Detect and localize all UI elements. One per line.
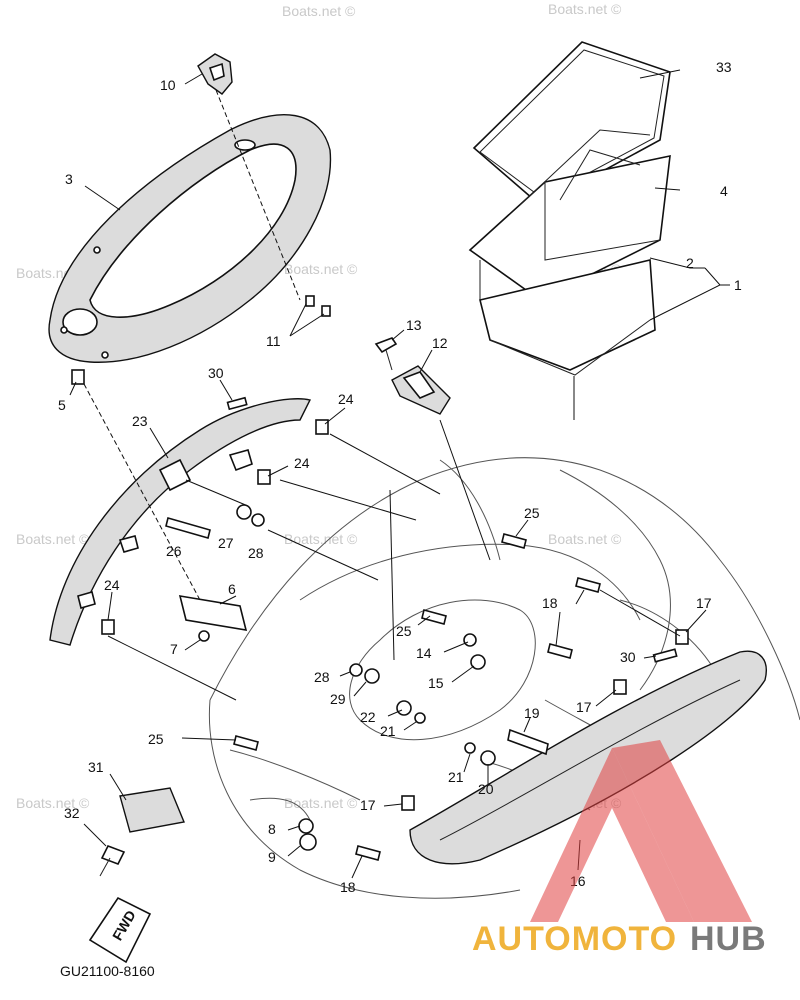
front-hatch-cover: [48, 114, 332, 363]
callout-19: 19: [524, 705, 540, 721]
side-rail-left: [49, 398, 312, 646]
bracket: [374, 337, 451, 415]
callout-23: 23: [132, 413, 148, 429]
callout-1: 1: [734, 277, 742, 293]
watermark: Boats.net ©: [16, 795, 90, 811]
callout-33: 33: [716, 59, 732, 75]
callout-2: 2: [686, 255, 694, 271]
callout-12: 12: [432, 335, 448, 351]
side-rail-right: [409, 650, 767, 865]
brand-logo: AUTOMOTO HUB: [472, 740, 767, 958]
callout-9: 9: [268, 849, 276, 865]
callout-24: 24: [294, 455, 310, 471]
callout-10: 10: [160, 77, 176, 93]
callout-22: 22: [360, 709, 376, 725]
callout-31: 31: [88, 759, 104, 775]
brand-text-hub: HUB: [690, 920, 767, 958]
leader-lines: [69, 69, 730, 879]
callout-24: 24: [338, 391, 354, 407]
callout-13: 13: [406, 317, 422, 333]
callout-30: 30: [208, 365, 224, 381]
watermark: Boats.net ©: [548, 1, 622, 17]
storage-bin: [468, 41, 671, 376]
callout-8: 8: [268, 821, 276, 837]
callout-7: 7: [170, 641, 178, 657]
callout-17: 17: [576, 699, 592, 715]
callout-14: 14: [416, 645, 432, 661]
callout-21: 21: [448, 769, 464, 785]
callout-5: 5: [58, 397, 66, 413]
diagram-code: GU21100-8160: [60, 963, 155, 979]
fwd-arrow: FWD: [88, 896, 152, 964]
callout-3: 3: [65, 171, 73, 187]
callout-28: 28: [314, 669, 330, 685]
watermark: Boats.net ©: [16, 531, 90, 547]
callout-29: 29: [330, 691, 346, 707]
callout-11: 11: [266, 333, 281, 349]
rivet: [99, 844, 126, 877]
callout-27: 27: [218, 535, 234, 551]
callout-25: 25: [148, 731, 164, 747]
watermark: Boats.net ©: [284, 261, 358, 277]
callout-25: 25: [396, 623, 412, 639]
callout-17: 17: [360, 797, 376, 813]
callout-24: 24: [104, 577, 120, 593]
callout-21: 21: [380, 723, 396, 739]
callout-32: 32: [64, 805, 80, 821]
callout-15: 15: [428, 675, 444, 691]
warning-label: [119, 787, 185, 833]
fasteners: [71, 369, 689, 861]
watermark: Boats.net ©: [284, 795, 358, 811]
callout-4: 4: [720, 183, 728, 199]
callout-20: 20: [478, 781, 494, 797]
callout-6: 6: [228, 581, 236, 597]
watermark: Boats.net ©: [282, 3, 356, 19]
callout-18: 18: [542, 595, 558, 611]
callout-18: 18: [340, 879, 356, 895]
callout-26: 26: [166, 543, 182, 559]
watermark: Boats.net ©: [548, 531, 622, 547]
screws: [305, 295, 331, 317]
brand-text-automoto: AUTOMOTO: [472, 920, 677, 958]
callout-28: 28: [248, 545, 264, 561]
callout-17: 17: [696, 595, 712, 611]
watermark: Boats.net ©: [284, 531, 358, 547]
callout-30: 30: [620, 649, 636, 665]
callout-25: 25: [524, 505, 540, 521]
hatch-knob: [197, 53, 233, 95]
